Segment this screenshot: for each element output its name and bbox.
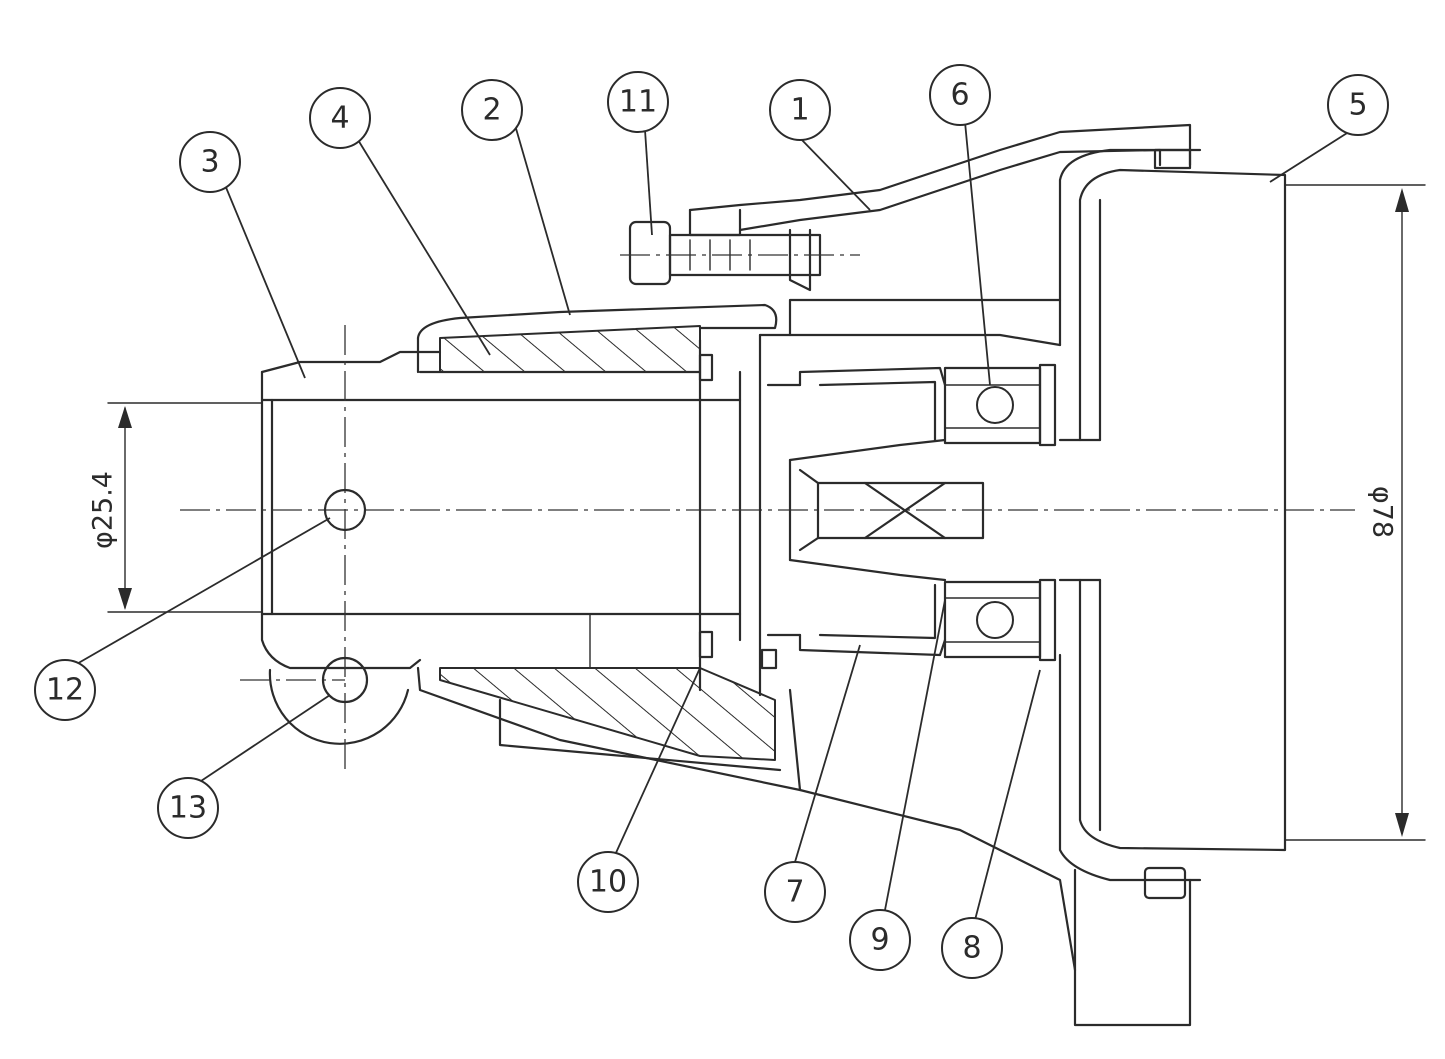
pin-hole-12 bbox=[323, 488, 367, 532]
svg-text:11: 11 bbox=[619, 85, 657, 120]
housing-wall bbox=[698, 298, 1062, 792]
center-lines bbox=[180, 325, 1355, 770]
balloon-11: 11 bbox=[607, 71, 669, 133]
balloon-7: 7 bbox=[764, 861, 826, 923]
balloon-6: 6 bbox=[929, 64, 991, 126]
svg-text:1: 1 bbox=[790, 93, 809, 128]
bearing-bottom bbox=[943, 578, 1057, 662]
balloon-4: 4 bbox=[309, 87, 371, 149]
svg-text:5: 5 bbox=[1348, 88, 1367, 123]
svg-text:13: 13 bbox=[169, 791, 207, 826]
balloon-13: 13 bbox=[157, 777, 219, 839]
outer-diameter-dimension: φ78 bbox=[1284, 184, 1426, 841]
svg-text:8: 8 bbox=[962, 931, 981, 966]
balloon-12: 12 bbox=[34, 659, 96, 721]
balloon-8: 8 bbox=[941, 917, 1003, 979]
bushing-top-section bbox=[439, 325, 701, 373]
inner-clutch bbox=[788, 366, 985, 657]
cover-top bbox=[688, 123, 1192, 212]
bearing-top bbox=[943, 363, 1057, 447]
svg-text:7: 7 bbox=[785, 875, 804, 910]
balloon-10: 10 bbox=[577, 851, 639, 913]
pin-hole-13 bbox=[321, 656, 369, 704]
leader-lines bbox=[74, 121, 1356, 921]
svg-text:12: 12 bbox=[46, 673, 84, 708]
svg-text:2: 2 bbox=[482, 93, 501, 128]
bore-diameter-dimension: φ25.4 bbox=[88, 402, 263, 613]
hub-shaft bbox=[260, 350, 742, 745]
balloon-1: 1 bbox=[769, 79, 831, 141]
sleeve-top bbox=[416, 303, 778, 340]
svg-text:3: 3 bbox=[200, 145, 219, 180]
svg-text:4: 4 bbox=[330, 101, 349, 136]
bore-diameter-label: φ25.4 bbox=[88, 471, 119, 549]
balloon-3: 3 bbox=[179, 131, 241, 193]
balloon-5: 5 bbox=[1327, 74, 1389, 136]
svg-text:6: 6 bbox=[950, 78, 969, 113]
screw bbox=[620, 220, 860, 286]
drum-cup bbox=[1058, 148, 1287, 1027]
svg-text:10: 10 bbox=[589, 865, 627, 900]
outer-diameter-label: φ78 bbox=[1367, 486, 1398, 538]
balloon-2: 2 bbox=[461, 79, 523, 141]
balloon-9: 9 bbox=[849, 909, 911, 971]
svg-text:9: 9 bbox=[870, 923, 889, 958]
